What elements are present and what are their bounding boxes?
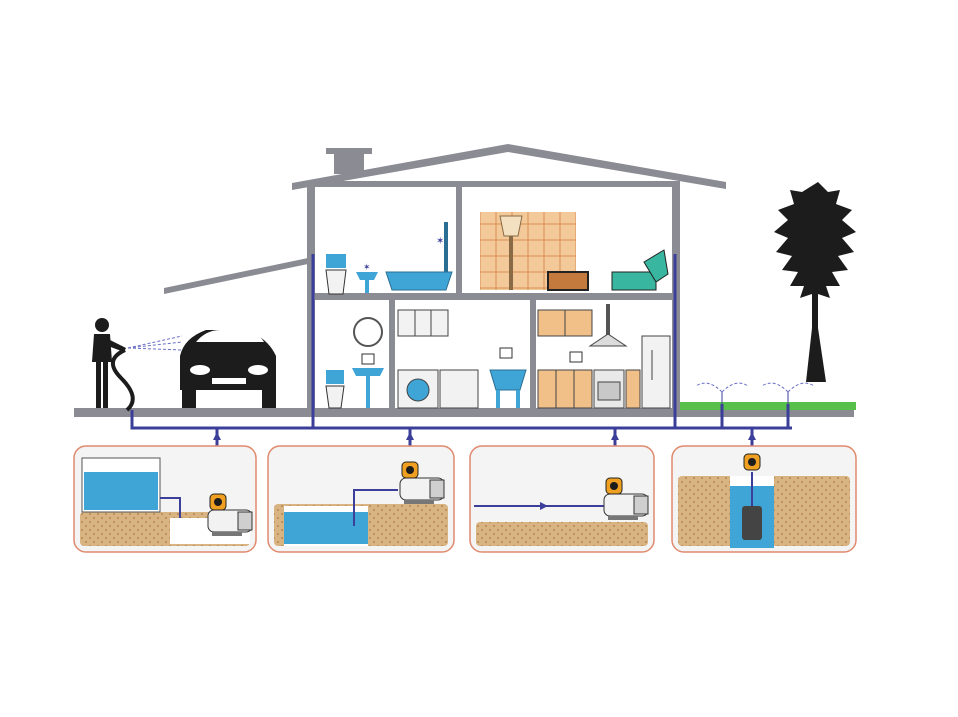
deep-well-icon	[678, 453, 850, 548]
pump-icon	[207, 509, 253, 536]
basin-upstairs: ✶	[356, 263, 378, 293]
mirror	[353, 317, 383, 347]
laundry-sink	[489, 347, 527, 408]
wall-lamp	[499, 215, 523, 290]
washing-machine	[397, 369, 479, 409]
installation-panels	[73, 445, 857, 553]
garage-scene	[92, 318, 276, 412]
raised-tank-icon	[80, 457, 253, 546]
armchair	[611, 249, 669, 291]
tree	[774, 182, 856, 382]
pump-icon	[603, 493, 649, 520]
roof	[292, 144, 726, 190]
bathroom-downstairs	[325, 317, 384, 409]
person-with-hose	[92, 318, 135, 412]
pressure-switch-icon	[209, 493, 227, 511]
range-hood	[588, 304, 628, 347]
garage-roof	[164, 258, 308, 294]
panel-mains	[469, 445, 655, 553]
panel-pit	[267, 445, 455, 553]
bathroom-upstairs: ✶ ✶	[325, 222, 453, 295]
svg-text:✶: ✶	[436, 236, 444, 247]
water-spray	[127, 335, 183, 351]
lawn	[680, 402, 856, 410]
upper-floor	[315, 293, 672, 300]
panel-well	[671, 445, 857, 553]
pressure-switch-icon	[743, 453, 761, 471]
flow-arrows	[213, 432, 756, 440]
ground-slab	[74, 408, 854, 417]
bathtub: ✶	[385, 222, 453, 291]
panel-tank	[73, 445, 257, 553]
cabinets-upper	[397, 309, 449, 337]
inline-supply-icon	[474, 477, 649, 546]
fridge	[641, 335, 671, 409]
pressure-switch-icon	[605, 477, 623, 495]
left-wall	[307, 185, 315, 410]
hose	[111, 348, 135, 412]
sprinkler-left	[695, 382, 749, 404]
garden	[695, 182, 856, 404]
attic-room	[480, 212, 669, 291]
open-reservoir-icon	[274, 461, 448, 546]
car	[180, 330, 276, 408]
pressure-switch-icon	[401, 461, 419, 479]
kitchen	[537, 304, 671, 409]
sprinkler-right	[761, 382, 815, 404]
pump-icon	[399, 477, 445, 504]
svg-text:✶: ✶	[363, 263, 371, 273]
submersible-pump-icon	[742, 506, 762, 540]
oven	[593, 369, 625, 409]
laundry	[397, 309, 527, 409]
